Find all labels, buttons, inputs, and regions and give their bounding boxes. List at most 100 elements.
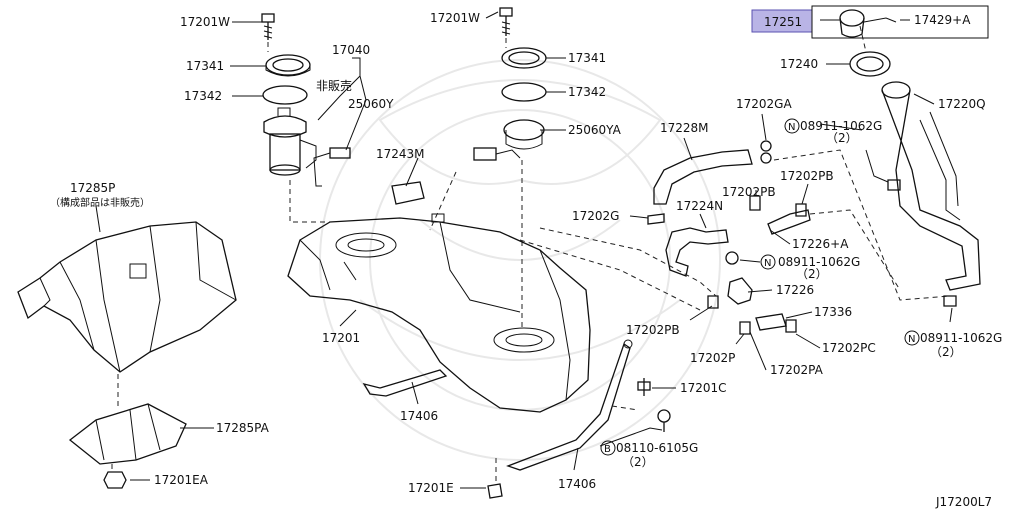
tank-strap-part[interactable] bbox=[506, 342, 631, 471]
fuel-tank-part[interactable] bbox=[287, 213, 591, 413]
fuel-cap-part[interactable] bbox=[839, 9, 897, 38]
circle-mark bbox=[760, 254, 776, 270]
callout-label-highlighted[interactable]: 17251 bbox=[764, 15, 802, 29]
callout-label[interactable]: 17202PB bbox=[780, 169, 834, 183]
callout-label[interactable]: 17220Q bbox=[938, 97, 986, 111]
filler-tube-part[interactable] bbox=[881, 81, 981, 291]
dashed-leader bbox=[611, 405, 639, 411]
fuel-pump-part[interactable] bbox=[263, 107, 317, 176]
heat-shield-part[interactable] bbox=[17, 221, 237, 373]
clamp-part[interactable] bbox=[739, 321, 751, 335]
nut-part[interactable] bbox=[487, 483, 503, 499]
callout-label[interactable]: 17336 bbox=[814, 305, 852, 319]
callout-label[interactable]: 25060YA bbox=[568, 123, 622, 137]
callout-label[interactable]: 08911-1062G bbox=[778, 255, 860, 269]
callout-label[interactable]: 08911-1062G bbox=[800, 119, 882, 133]
callout-label[interactable]: 17201E bbox=[408, 481, 454, 495]
callout-label[interactable]: 17040 bbox=[332, 43, 370, 57]
clamp-part[interactable] bbox=[795, 203, 807, 217]
strap-hook bbox=[623, 339, 633, 349]
callout-label[interactable]: 17202P bbox=[690, 351, 735, 365]
clamp-part[interactable] bbox=[785, 319, 797, 333]
bolt-part[interactable] bbox=[637, 378, 651, 396]
hose-17226a[interactable] bbox=[767, 209, 811, 235]
left-pump-assembly bbox=[261, 13, 351, 187]
callout-label[interactable]: 17202PB bbox=[626, 323, 680, 337]
diagram-code: J17200L7 bbox=[935, 495, 992, 509]
clamp-part[interactable] bbox=[725, 251, 739, 265]
callout-qty: （2） bbox=[930, 345, 962, 359]
bolt-part[interactable] bbox=[261, 13, 275, 40]
callout-qty: （2） bbox=[622, 455, 654, 469]
dashed-leader bbox=[519, 239, 701, 311]
dashed-leader bbox=[773, 149, 951, 301]
circle-mark-letter: N bbox=[908, 334, 915, 345]
callout-label[interactable]: 17201W bbox=[430, 11, 480, 25]
callout-label[interactable]: 17202GA bbox=[736, 97, 792, 111]
callout-label[interactable]: 17202PB bbox=[722, 185, 776, 199]
circle-marks: N N N B bbox=[600, 118, 920, 456]
callout-label[interactable]: 08110-6105G bbox=[616, 441, 698, 455]
callout-qty: （2） bbox=[796, 267, 828, 281]
callout-label[interactable]: 17240 bbox=[780, 57, 818, 71]
callout-label[interactable]: 17342 bbox=[184, 89, 222, 103]
callout-label[interactable]: 17341 bbox=[568, 51, 606, 65]
callout-label[interactable]: 25060Y bbox=[348, 97, 394, 111]
hose-17228m[interactable] bbox=[653, 149, 753, 205]
bolt-part[interactable] bbox=[657, 409, 671, 432]
dashed-leader bbox=[859, 25, 867, 53]
callout-label[interactable]: 17406 bbox=[558, 477, 596, 491]
callout-label[interactable]: 17201EA bbox=[154, 473, 209, 487]
o-ring-part[interactable] bbox=[262, 85, 308, 105]
callout-label[interactable]: 17285PA bbox=[216, 421, 270, 435]
clamp-part[interactable] bbox=[760, 140, 772, 164]
dashed-leader bbox=[539, 227, 717, 297]
filler-ring-part[interactable] bbox=[849, 51, 891, 77]
callout-label[interactable]: 17429+A bbox=[914, 13, 971, 27]
callout-label[interactable]: 17226 bbox=[776, 283, 814, 297]
pad-part[interactable] bbox=[391, 181, 425, 205]
callout-label[interactable]: 17226+A bbox=[792, 237, 849, 251]
dashed-leader bbox=[289, 180, 330, 223]
bolt-part[interactable] bbox=[943, 295, 957, 307]
circle-mark bbox=[784, 118, 800, 134]
fuel-sender-part[interactable] bbox=[313, 147, 351, 187]
circle-mark-letter: N bbox=[788, 122, 795, 133]
callout-label[interactable]: 17285P bbox=[70, 181, 115, 195]
tank-strap-part[interactable] bbox=[362, 369, 448, 397]
hose-17226[interactable] bbox=[727, 277, 753, 305]
hose-17224n[interactable] bbox=[665, 227, 729, 277]
callout-label[interactable]: 17202PA bbox=[770, 363, 824, 377]
fuel-sender-part[interactable] bbox=[473, 119, 545, 161]
circle-mark bbox=[904, 330, 920, 346]
callout-label[interactable]: 17342 bbox=[568, 85, 606, 99]
dashed-leader bbox=[809, 209, 901, 291]
callout-frame bbox=[811, 5, 989, 39]
callout-label[interactable]: 17341 bbox=[186, 59, 224, 73]
clamp-part[interactable] bbox=[647, 213, 665, 225]
lock-ring-part[interactable] bbox=[501, 47, 547, 69]
callout-label[interactable]: 17243M bbox=[376, 147, 425, 161]
callout-label[interactable]: 08911-1062G bbox=[920, 331, 1002, 345]
clamp-part[interactable] bbox=[749, 195, 761, 211]
lower-shield-part[interactable] bbox=[68, 403, 187, 465]
callout-label[interactable]: 17201 bbox=[322, 331, 360, 345]
callout-qty: （2） bbox=[826, 131, 858, 145]
callout-label[interactable]: 17202PC bbox=[822, 341, 876, 355]
callout-label[interactable]: 17224N bbox=[676, 199, 723, 213]
lock-ring-part[interactable] bbox=[265, 54, 311, 77]
callout-label[interactable]: 17201W bbox=[180, 15, 230, 29]
bolt-part[interactable] bbox=[499, 7, 513, 36]
nut-part[interactable] bbox=[103, 471, 127, 489]
callout-label[interactable]: 17201C bbox=[680, 381, 727, 395]
o-ring-part[interactable] bbox=[501, 82, 547, 102]
bolt-part[interactable] bbox=[887, 179, 901, 191]
hose-17336[interactable] bbox=[755, 313, 787, 331]
clamp-part[interactable] bbox=[707, 295, 719, 309]
callout-label[interactable]: 17406 bbox=[400, 409, 438, 423]
callout-label[interactable]: 17228M bbox=[660, 121, 709, 135]
right-pump-assembly bbox=[473, 7, 547, 330]
callout-label[interactable]: 17202G bbox=[572, 209, 619, 223]
